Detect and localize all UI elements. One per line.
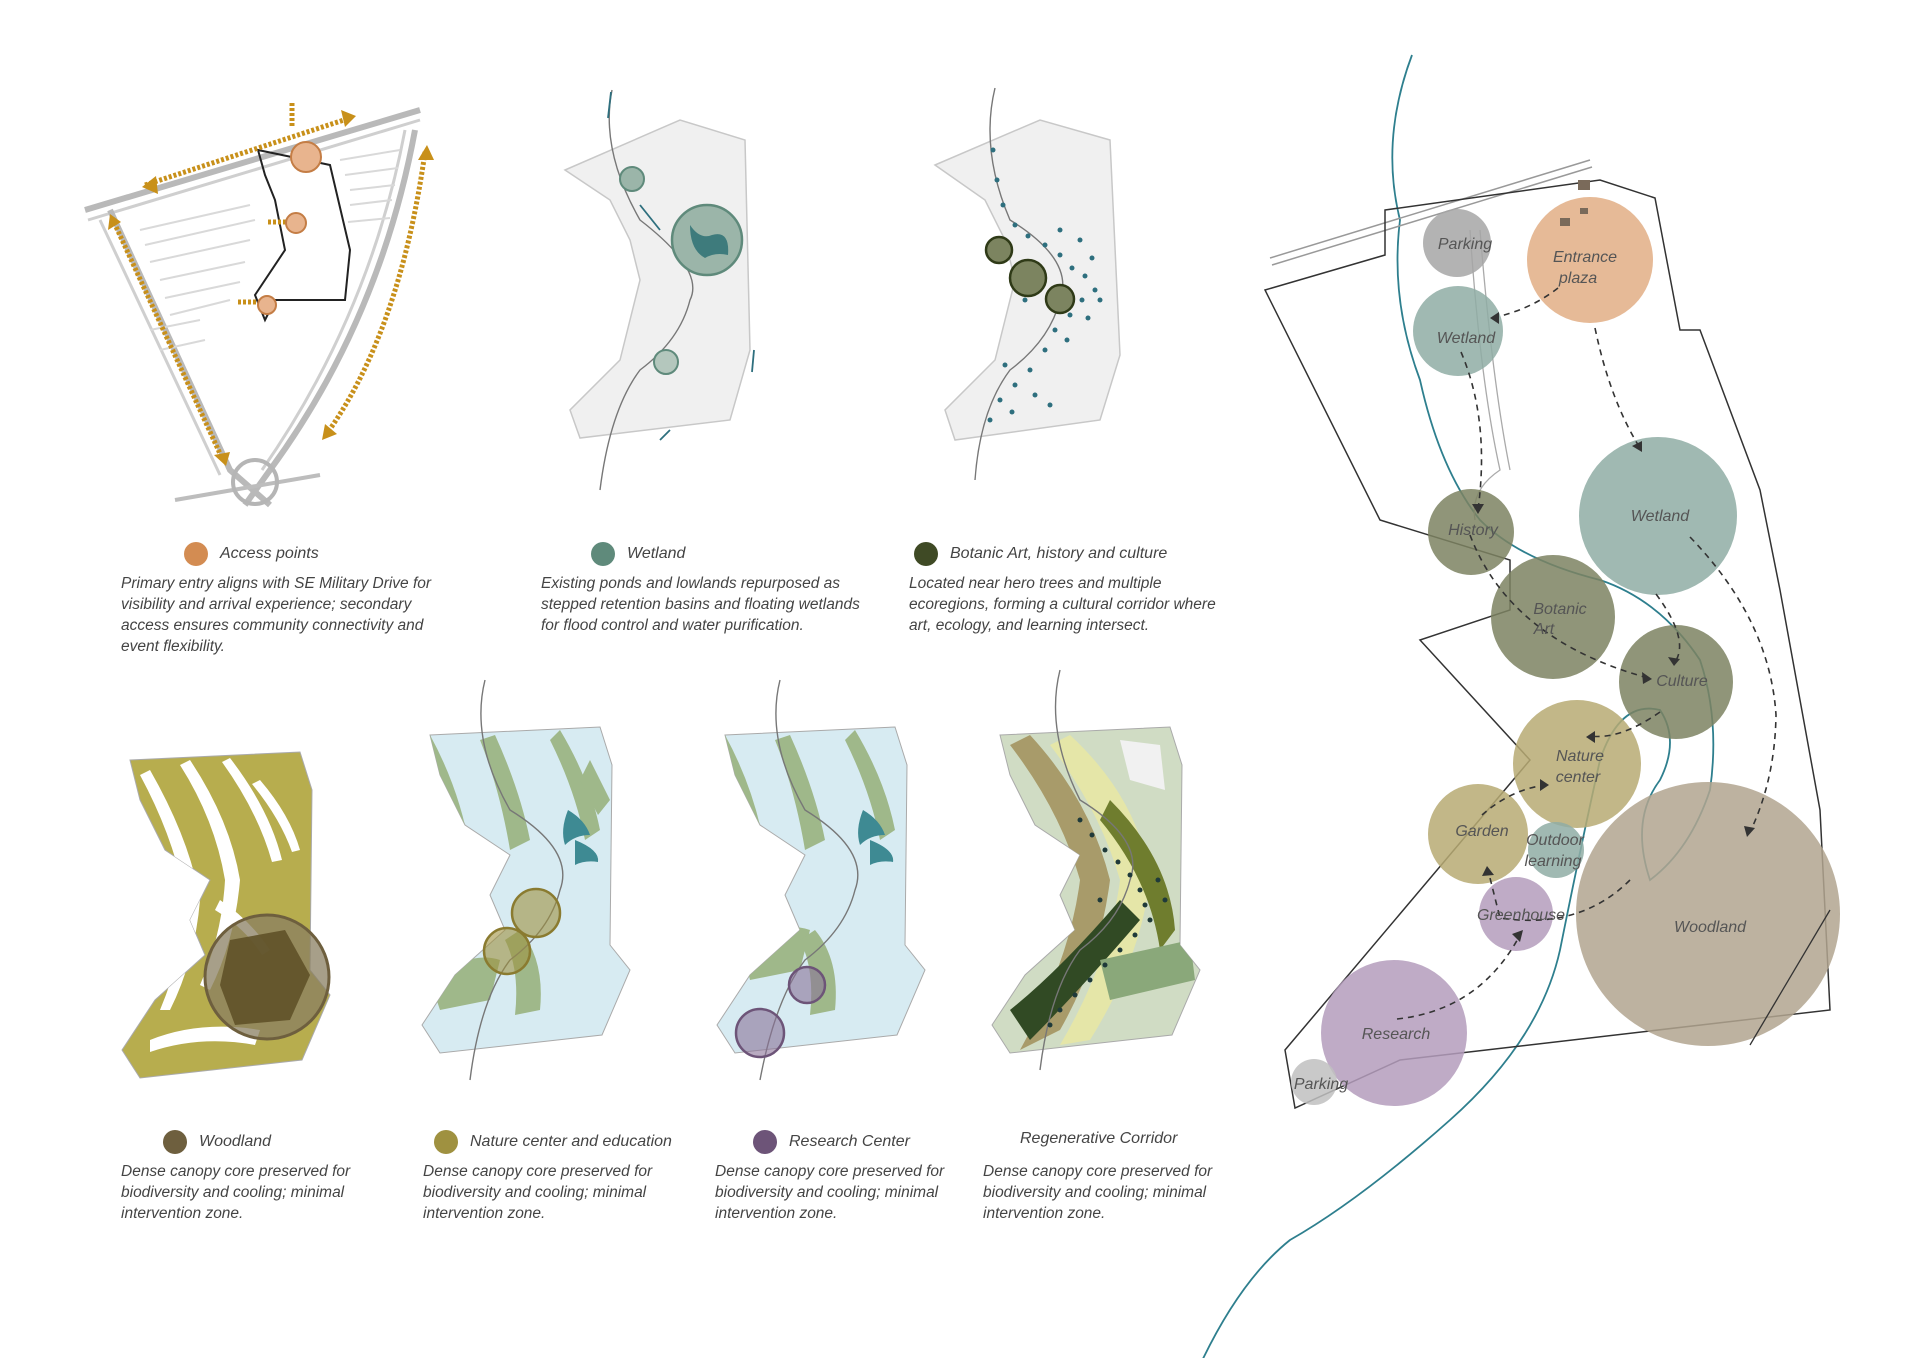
botanic-swatch-icon — [914, 542, 938, 566]
bubble-research: Research — [1362, 1026, 1431, 1043]
bubble-nature-line2: center — [1556, 769, 1601, 786]
desc-nature: Dense canopy core preserved for biodiver… — [423, 1163, 653, 1222]
desc-regenerative: Dense canopy core preserved for biodiver… — [983, 1163, 1213, 1222]
nature-center-map — [421, 679, 631, 1081]
legend-nature: Nature center and education — [434, 1130, 672, 1154]
bubble-woodland: Woodland — [1674, 919, 1747, 936]
legend-regenerative: Regenerative Corridor — [1020, 1130, 1177, 1148]
bubble-greenhouse: Greenhouse — [1477, 907, 1565, 924]
bubble-parking-bottom: Parking — [1294, 1076, 1348, 1093]
bubble-entrance-line2: plaza — [1558, 270, 1597, 287]
legend-research: Research Center — [753, 1130, 910, 1154]
legend-access: Access points — [184, 542, 319, 566]
bubble-nature-line1: Nature — [1556, 748, 1604, 765]
access-map — [84, 103, 434, 508]
research-swatch-icon — [753, 1130, 777, 1154]
legend-wetland-label: Wetland — [627, 545, 686, 562]
woodland-swatch-icon — [163, 1130, 187, 1154]
bubble-entrance-line1: Entrance — [1553, 249, 1617, 266]
botanic-map — [933, 87, 1121, 481]
bubble-wetland-large: Wetland — [1631, 508, 1691, 525]
legend-nature-label: Nature center and education — [470, 1133, 672, 1150]
wetland-swatch-icon — [591, 542, 615, 566]
bubble-parking-top: Parking — [1438, 236, 1492, 253]
desc-botanic: Located near hero trees and multiple eco… — [909, 575, 1216, 634]
legend-research-label: Research Center — [789, 1133, 910, 1150]
regenerative-corridor-map — [991, 669, 1201, 1071]
desc-research: Dense canopy core preserved for biodiver… — [715, 1163, 945, 1222]
desc-access: Primary entry aligns with SE Military Dr… — [121, 575, 432, 655]
legend-botanic: Botanic Art, history and culture — [914, 542, 1167, 566]
research-map — [716, 679, 926, 1081]
bubble-garden: Garden — [1455, 823, 1508, 840]
bubble-botanic-line1: Botanic — [1533, 601, 1586, 618]
bubble-botanic-line2: Art — [1533, 621, 1555, 638]
legend-woodland-label: Woodland — [199, 1133, 272, 1150]
legend-access-label: Access points — [220, 545, 319, 562]
bubble-history: History — [1448, 522, 1499, 539]
legend-regenerative-label: Regenerative Corridor — [1020, 1130, 1178, 1147]
desc-woodland: Dense canopy core preserved for biodiver… — [121, 1163, 351, 1222]
bubble-outdoor-line2: learning — [1525, 853, 1582, 870]
legend-wetland: Wetland — [591, 542, 685, 566]
master-plan: Parking Entrance plaza Wetland Wetland H… — [1202, 54, 1840, 1358]
nature-swatch-icon — [434, 1130, 458, 1154]
wetland-map — [563, 89, 755, 491]
bubble-culture: Culture — [1656, 673, 1708, 690]
bubble-outdoor-line1: Outdoor — [1526, 832, 1584, 849]
hero-tree-dots — [987, 147, 1103, 423]
bubble-wetland-small: Wetland — [1437, 330, 1497, 347]
access-swatch-icon — [184, 542, 208, 566]
woodland-map — [121, 751, 331, 1079]
desc-wetland: Existing ponds and lowlands repurposed a… — [541, 575, 860, 634]
legend-woodland: Woodland — [163, 1130, 271, 1154]
legend-botanic-label: Botanic Art, history and culture — [950, 545, 1168, 562]
